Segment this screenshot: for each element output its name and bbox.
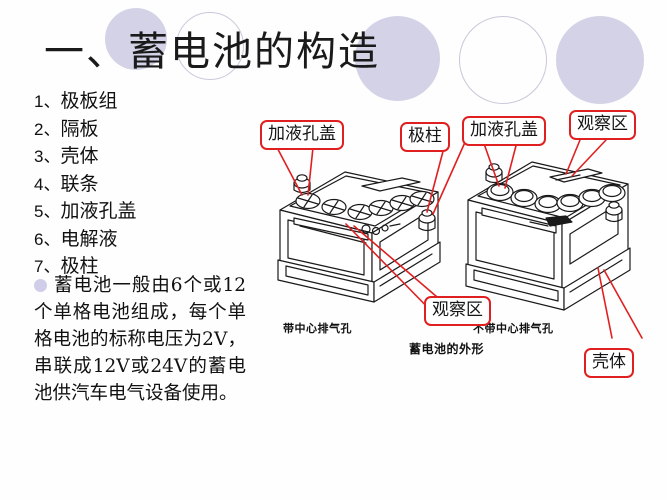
list-item: 4、联条 <box>34 171 254 199</box>
description-paragraph: 蓄电池一般由6个或12个单格电池组成，每个单格电池的标称电压为2V，串联成12V… <box>34 272 246 407</box>
list-item-number: 7、 <box>34 257 61 276</box>
battery-illustration <box>250 100 667 400</box>
list-item-label: 极板组 <box>60 90 118 112</box>
list-item-number: 4、 <box>34 174 61 194</box>
list-item-label: 极柱 <box>60 255 99 277</box>
decorative-circle-filled-1 <box>105 8 167 70</box>
callout-terminal-post[interactable]: 极柱 <box>400 122 450 152</box>
list-item: 7、极柱 <box>34 253 254 281</box>
list-item-label: 电解液 <box>60 227 118 250</box>
left-battery <box>277 171 441 303</box>
callout-filler-cap-right[interactable]: 加液孔盖 <box>462 116 546 146</box>
right-battery <box>465 161 631 311</box>
leader-lines <box>271 137 643 339</box>
list-item-number: 3、 <box>34 147 61 166</box>
component-list: 1、极板组 2、隔板 3、壳体 4、联条 5、加液孔盖 6、电解液 7、极柱 <box>34 88 254 281</box>
list-item-number: 2、 <box>34 119 61 139</box>
list-item-label: 隔板 <box>60 117 99 140</box>
decorative-circle-outline-2 <box>459 16 547 104</box>
list-item-label: 加液孔盖 <box>60 200 137 222</box>
decorative-circle-outline-1 <box>176 12 244 80</box>
list-item: 6、电解液 <box>34 226 254 254</box>
list-item-label: 联条 <box>60 172 99 195</box>
bullet-icon <box>34 279 47 292</box>
caption-battery-appearance: 蓄电池的外形 <box>409 342 485 356</box>
callout-observation-window-bottom[interactable]: 观察区 <box>424 296 491 326</box>
list-item-number: 6、 <box>34 229 61 249</box>
callout-filler-cap-left[interactable]: 加液孔盖 <box>260 120 344 150</box>
battery-drawing-svg <box>271 137 643 339</box>
caption-with-central-vent: 带中心排气孔 <box>283 322 352 335</box>
callout-observation-window-top[interactable]: 观察区 <box>569 110 636 140</box>
list-item: 2、隔板 <box>34 116 254 144</box>
page-title: 一、蓄电池的构造 <box>44 29 380 75</box>
decorative-circle-filled-2 <box>355 16 440 101</box>
list-item: 3、壳体 <box>34 143 254 171</box>
list-item-number: 5、 <box>34 202 61 221</box>
paragraph-text: 蓄电池一般由6个或12个单格电池组成，每个单格电池的标称电压为2V，串联成12V… <box>34 275 246 404</box>
caption-without-central-vent: 不带中心排气孔 <box>473 322 554 335</box>
list-item: 5、加液孔盖 <box>34 198 254 226</box>
list-item: 1、极板组 <box>34 88 254 116</box>
list-item-label: 壳体 <box>60 145 99 167</box>
decorative-circle-filled-3 <box>556 16 644 104</box>
list-item-number: 1、 <box>34 92 61 111</box>
callout-case[interactable]: 壳体 <box>584 348 634 378</box>
